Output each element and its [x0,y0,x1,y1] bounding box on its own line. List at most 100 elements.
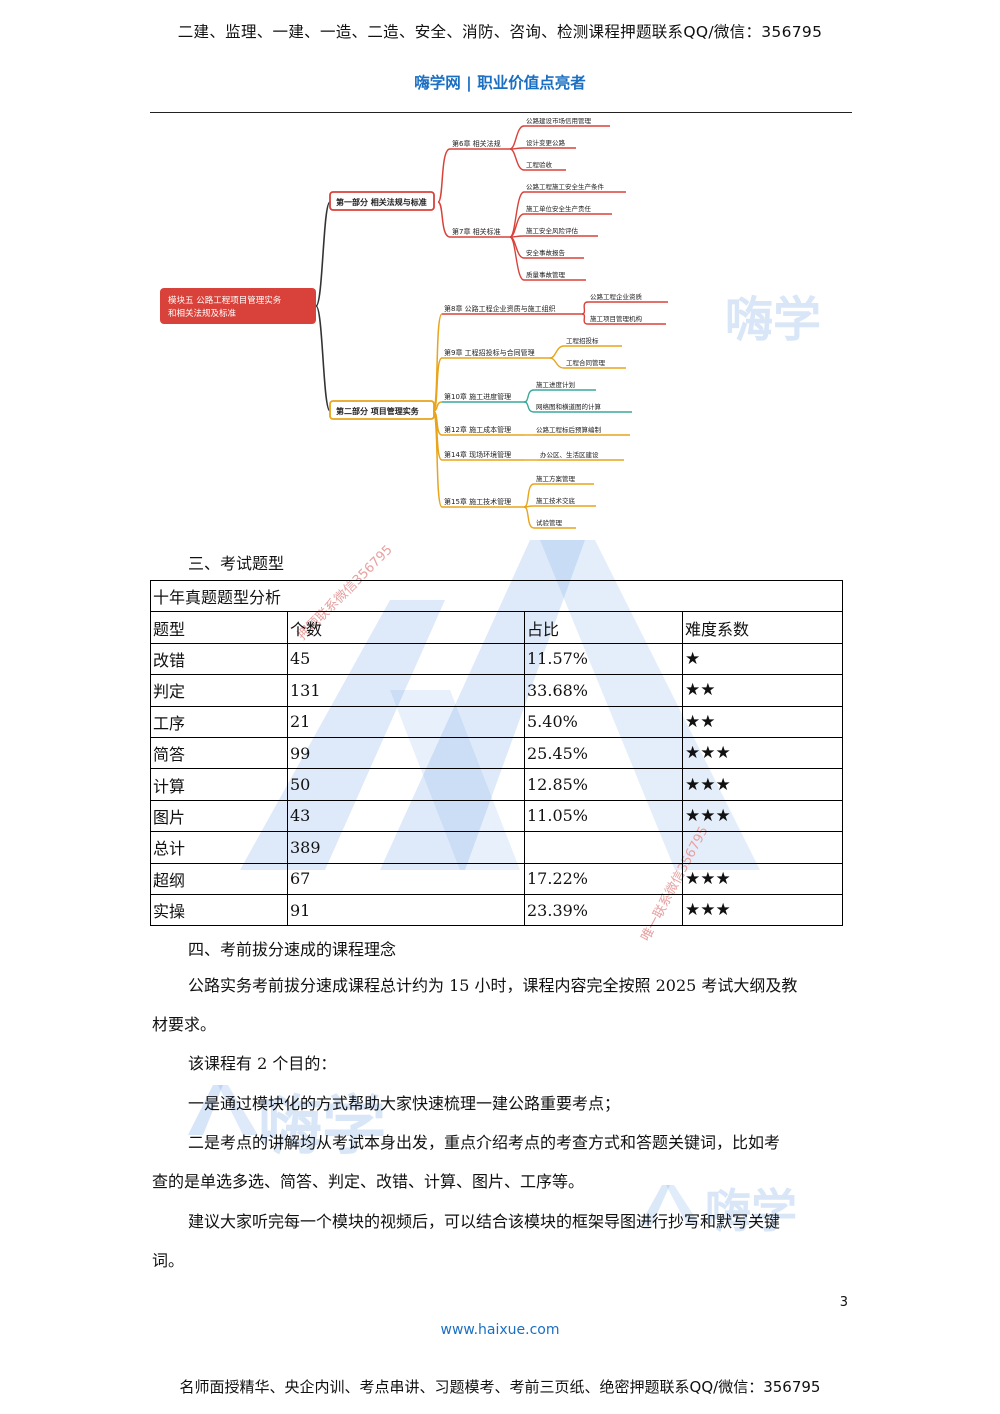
table-row: 超纲 67 17.22% ★★★ [150,862,843,895]
paragraph-4-line-1: 二是考点的讲解均从考试本身出发，重点介绍考点的考查方式和答题关键词，比如考 [188,1133,781,1152]
watermark-small-logo-icon [188,1085,258,1135]
mindmap-item-label: 施工进度计划 [536,380,575,389]
mindmap-item-label: 公路工程企业资质 [590,292,643,301]
type-cell: 改错 [150,642,288,676]
mindmap-item-label: 设计变更公路 [526,138,566,147]
page-number: 3 [839,1295,848,1310]
ratio-cell: 17.22% [524,862,683,895]
table-row: 简答 99 25.45% ★★★ [150,736,843,770]
count-cell: 389 [287,831,525,864]
mindmap-item-label: 工程验收 [526,160,553,169]
mindmap-item-label: 试验管理 [536,518,563,527]
mindmap-part-connector [432,357,443,412]
mindmap-part-connector [437,148,451,203]
type-cell: 判定 [150,674,288,707]
table-row: 工序 21 5.40% ★★ [150,705,843,738]
mind-map: 模块五 公路工程项目管理实务和相关法规及标准第一部分 相关法规与标准第6章 相关… [158,116,838,543]
paragraph-5-line-1: 建议大家听完每一个模块的视频后，可以结合该模块的框架导图进行抄写和默写关键 [188,1212,781,1231]
type-cell: 实操 [150,893,288,927]
count-cell: 43 [287,799,525,833]
type-cell: 总计 [150,831,288,864]
mindmap-part-connector [432,313,443,412]
difficulty-cell: ★★★ [682,768,843,801]
paragraph-1-line-2: 材要求。 [152,1015,217,1034]
paragraph-1-line-1: 公路实务考前拔分速成课程总计约为 15 小时，课程内容完全按照 2025 考试大… [188,976,798,995]
mindmap-root-label: 模块五 公路工程项目管理实务 [168,295,282,306]
mindmap-item-label: 施工安全风险评估 [526,226,579,235]
mindmap-root-box [160,288,316,324]
mindmap-chapter-connector [581,301,589,315]
mindmap-item-label: 施工技术交底 [536,496,576,505]
paragraph-4-line-2: 查的是单选多选、简答、判定、改错、计算、图片、工序等。 [152,1172,585,1191]
header-cell: 难度系数 [682,611,843,644]
ratio-cell: 12.85% [524,768,683,801]
mindmap-item-label: 网络图和横道图的计算 [536,402,602,411]
mindmap-chapter-connector [509,148,525,171]
mindmap-item-label: 公路工程施工安全生产条件 [526,182,605,191]
count-cell: 131 [287,674,525,707]
table-caption-row: 十年真题题型分析 [150,579,843,613]
mindmap-root-connector [315,305,331,412]
watermark-brand-lower: 嗨学 [258,1090,386,1164]
mindmap-part-label: 第二部分 项目管理实务 [336,406,420,416]
mindmap-chapter-connector [549,345,565,359]
header-courses-text: 二建、监理、一建、一造、二造、安全、消防、咨询、检测课程押题联系QQ/微信：35… [177,23,823,41]
header-cell: 个数 [287,611,525,644]
type-cell: 计算 [150,768,288,801]
table-row: 总计 389 [150,831,843,864]
difficulty-cell [682,831,843,864]
mindmap-item-label: 公路建设市场信用管理 [526,118,592,125]
count-cell: 99 [287,736,525,770]
table-row: 判定 131 33.68% ★★ [150,674,843,707]
mindmap-part-label: 第一部分 相关法规与标准 [336,197,427,207]
ratio-cell: 11.57% [524,642,683,676]
mindmap-chapter-label: 第8章 公路工程企业资质与施工组织 [444,304,556,313]
watermark-small-logo-icon-2 [640,1185,700,1225]
ratio-cell: 23.39% [524,893,683,927]
count-cell: 45 [287,642,525,676]
mindmap-item-label: 施工单位安全生产责任 [526,204,592,213]
section-4-title: 四、考前拔分速成的课程理念 [188,940,397,959]
mindmap-part-connector [437,201,451,238]
count-cell: 67 [287,862,525,895]
count-cell: 50 [287,768,525,801]
table-caption: 十年真题题型分析 [150,579,843,613]
exam-type-table: 十年真题题型分析 题型 个数 占比 难度系数 改错 45 11.57% ★ 判定… [150,579,843,927]
difficulty-cell: ★★★ [682,799,843,833]
difficulty-cell: ★★★ [682,862,843,895]
table-row: 计算 50 12.85% ★★★ [150,768,843,801]
mindmap-chapter-connector [523,389,535,403]
header-divider [150,112,852,113]
table-row: 图片 43 11.05% ★★★ [150,799,843,833]
header-cell: 题型 [150,611,288,644]
table-header-row: 题型 个数 占比 难度系数 [150,611,843,644]
ratio-cell: 11.05% [524,799,683,833]
table-row: 实操 91 23.39% ★★★ [150,893,843,927]
count-cell: 21 [287,705,525,738]
paragraph-5-line-2: 词。 [152,1251,185,1270]
ratio-cell [524,831,683,864]
mindmap-chapter-label: 第14章 现场环境管理 [444,450,511,459]
difficulty-cell: ★ [682,642,843,676]
mindmap-chapter-connector [509,236,525,281]
mindmap-item-label: 工程合同管理 [566,358,606,367]
ratio-cell: 5.40% [524,705,683,738]
watermark-brand-right: 嗨学 [725,292,822,348]
mindmap-item-label: 施工项目管理机构 [590,314,643,323]
type-cell: 图片 [150,799,288,833]
header-brand: 嗨学网 | 职业价值点亮者 [414,74,586,92]
mindmap-item-label: 公路工程标后预算编制 [536,425,602,434]
mindmap-part-connector [432,410,443,508]
paragraph-2: 该课程有 2 个目的： [188,1054,337,1073]
mindmap-chapter-connector [509,125,525,150]
footer-url-link[interactable]: www.haixue.com [440,1322,560,1338]
count-cell: 91 [287,893,525,927]
type-cell: 简答 [150,736,288,770]
mindmap-chapter-label: 第15章 施工技术管理 [444,497,511,506]
ratio-cell: 33.68% [524,674,683,707]
paragraph-3: 一是通过模块化的方式帮助大家快速梳理一建公路重要考点； [188,1094,621,1113]
type-cell: 工序 [150,705,288,738]
mindmap-chapter-label: 第12章 施工成本管理 [444,425,511,434]
section-3-title: 三、考试题型 [188,554,285,573]
mindmap-chapter-label: 第10章 施工进度管理 [444,392,511,401]
